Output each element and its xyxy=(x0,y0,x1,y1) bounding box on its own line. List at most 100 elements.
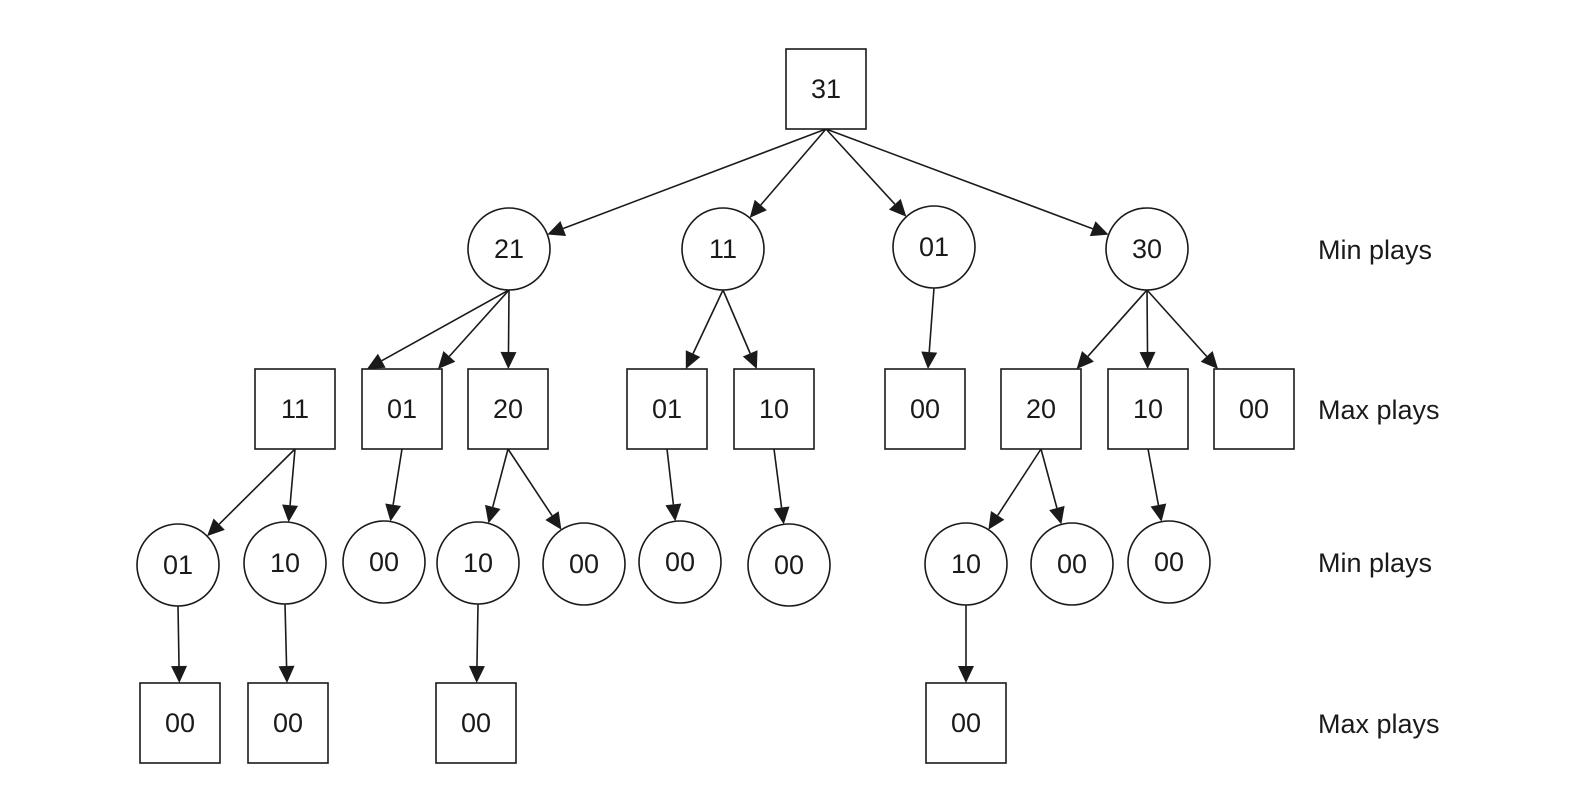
square-node-box xyxy=(361,368,443,450)
square-node-box xyxy=(1000,368,1082,450)
min-node-c: 01 xyxy=(892,205,976,289)
arrowhead xyxy=(485,504,501,524)
edge-d-d2 xyxy=(1139,289,1156,369)
arrowhead xyxy=(500,351,517,369)
level-label-2: Max plays xyxy=(1318,395,1440,425)
edge-line xyxy=(381,289,510,362)
edge-line xyxy=(1087,289,1148,357)
max-node-d1: 20 xyxy=(1000,368,1082,450)
arrowhead xyxy=(278,665,295,683)
edge-line xyxy=(289,448,296,506)
circle-node-outline xyxy=(1030,522,1114,606)
arrowhead xyxy=(545,511,562,530)
edge-b2-b2a xyxy=(773,448,790,525)
arrowhead xyxy=(921,351,938,369)
edge-line xyxy=(448,289,510,357)
arrowhead xyxy=(958,666,974,683)
arrowhead xyxy=(1089,221,1109,237)
edge-line xyxy=(507,448,553,517)
node-label: 30 xyxy=(1132,234,1162,264)
edge-line xyxy=(507,289,510,353)
edge-line xyxy=(1146,289,1208,357)
node-label: 00 xyxy=(569,549,599,579)
node-label: 00 xyxy=(461,708,491,738)
circle-node-outline xyxy=(243,521,327,605)
edge-a-a3 xyxy=(500,289,517,369)
min-node-a3b: 00 xyxy=(542,522,626,606)
square-node-box xyxy=(1107,368,1189,450)
node-label: 01 xyxy=(163,550,193,580)
max-node-l2: 00 xyxy=(247,682,329,764)
arrowhead xyxy=(207,518,225,537)
level-label-4: Max plays xyxy=(1318,709,1440,739)
arrowhead xyxy=(282,504,299,523)
level-label-3: Min plays xyxy=(1318,548,1432,578)
edge-a-a2 xyxy=(437,289,510,369)
arrowhead xyxy=(1150,503,1167,522)
arrowhead xyxy=(1200,351,1219,369)
min-node-d: 30 xyxy=(1105,207,1189,291)
square-node-box xyxy=(626,368,708,450)
edge-line xyxy=(825,128,1093,230)
min-node-d1b: 00 xyxy=(1030,522,1114,606)
edge-a3-a3a xyxy=(485,448,509,524)
edge-line xyxy=(562,128,827,230)
node-label: 21 xyxy=(494,234,524,264)
edge-a-a1 xyxy=(366,289,510,369)
edge-a3a-l3 xyxy=(468,603,485,683)
max-node-l4: 00 xyxy=(925,682,1007,764)
node-label: 00 xyxy=(369,547,399,577)
circle-node-outline xyxy=(747,523,831,607)
max-node-r: 31 xyxy=(785,48,867,130)
edge-d2-d2a xyxy=(1147,448,1167,522)
arrowhead xyxy=(366,353,386,369)
edge-a1-a1b xyxy=(282,448,299,523)
node-label: 01 xyxy=(652,394,682,424)
edge-a3-a3b xyxy=(507,448,562,530)
edge-c-c1 xyxy=(921,287,938,369)
max-node-l3: 00 xyxy=(435,682,517,764)
node-label: 00 xyxy=(910,394,940,424)
edge-line xyxy=(928,287,935,353)
edge-d1-d1a xyxy=(988,448,1042,530)
min-node-b2a: 00 xyxy=(747,523,831,607)
max-node-a3: 20 xyxy=(467,368,549,450)
max-node-c1: 00 xyxy=(884,368,966,450)
arrowhead xyxy=(773,506,790,525)
min-node-a2a: 00 xyxy=(342,520,426,604)
node-label: 20 xyxy=(1026,394,1056,424)
circle-node-outline xyxy=(342,520,426,604)
edge-r-a xyxy=(547,128,827,236)
arrowhead xyxy=(468,665,485,683)
edge-line xyxy=(476,603,479,667)
edge-a1b-l2 xyxy=(278,603,295,683)
arrowhead xyxy=(749,199,767,218)
edge-d1a-l4 xyxy=(958,605,974,683)
node-label: 00 xyxy=(1239,394,1269,424)
node-label: 01 xyxy=(387,394,417,424)
square-node-box xyxy=(925,682,1007,764)
circle-node-outline xyxy=(1105,207,1189,291)
max-node-d3: 00 xyxy=(1213,368,1295,450)
arrowhead xyxy=(888,198,907,217)
node-label: 00 xyxy=(665,547,695,577)
arrowhead xyxy=(685,350,701,369)
edge-r-d xyxy=(825,128,1109,237)
square-node-box xyxy=(733,368,815,450)
edge-line xyxy=(218,448,296,525)
arrowhead xyxy=(437,351,456,369)
edge-b1-b1a xyxy=(665,448,682,522)
edge-line xyxy=(722,289,751,354)
edge-line xyxy=(692,289,724,354)
node-label: 00 xyxy=(1154,547,1184,577)
arrowhead xyxy=(385,503,402,522)
edge-line xyxy=(491,448,509,508)
node-label: 10 xyxy=(270,548,300,578)
circle-node-outline xyxy=(892,205,976,289)
circle-node-outline xyxy=(136,523,220,607)
arrowhead xyxy=(665,503,682,522)
min-node-b1a: 00 xyxy=(638,520,722,604)
node-label: 01 xyxy=(919,232,949,262)
edge-line xyxy=(1147,448,1160,506)
